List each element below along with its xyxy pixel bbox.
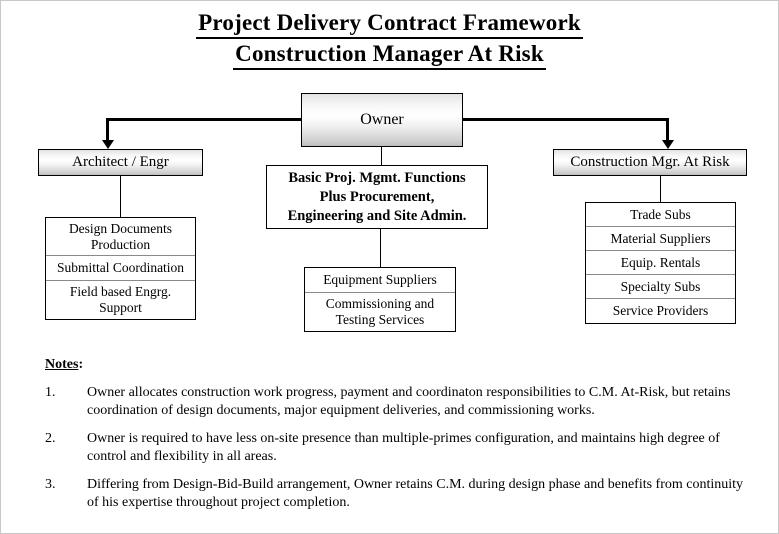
connector-cm-vertical [666,118,669,142]
arrowhead-architect [101,140,114,149]
list-item[interactable]: Specialty Subs [586,275,735,299]
note-item: 3. Differing from Design-Bid-Build arran… [45,476,745,511]
note-item: 2. Owner is required to have less on-sit… [45,430,745,465]
construction-manager-box[interactable]: Construction Mgr. At Risk [553,149,747,176]
architect-item-2-line-2: Support [99,300,142,315]
connector-owner-to-functions [381,147,382,166]
connector-owner-to-cm-horizontal [461,118,669,121]
title-line-2-wrapper: Construction Manager At Risk [1,40,778,70]
title-line-1: Project Delivery Contract Framework [196,9,583,39]
owner-functions-box[interactable]: Basic Proj. Mgmt. Functions Plus Procure… [266,165,488,229]
notes-heading-label: Notes [45,357,79,372]
note-1-number: 2. [45,431,56,446]
architect-items-list: Design Documents Production Submittal Co… [45,217,196,320]
notes-section: Notes: 1. Owner allocates construction w… [45,357,745,522]
architect-item-2-line-1: Field based Engrg. [69,284,172,299]
connector-architect-to-items [120,176,121,218]
list-item[interactable]: Submittal Coordination [46,256,195,281]
note-1-text: Owner is required to have less on-site p… [87,431,720,464]
cm-item-2-label: Equip. Rentals [620,254,701,270]
list-item[interactable]: Design Documents Production [46,218,195,256]
list-item[interactable]: Material Suppliers [586,227,735,251]
list-item[interactable]: Equipment Suppliers [305,268,455,293]
note-0-number: 1. [45,385,56,400]
cm-item-1-label: Material Suppliers [610,230,711,246]
note-2-text: Differing from Design-Bid-Build arrangem… [87,477,744,510]
owner-functions-line-2: Plus Procurement, [319,188,435,205]
architect-box[interactable]: Architect / Engr [38,149,203,176]
connector-cm-to-items [660,176,661,203]
list-item[interactable]: Field based Engrg. Support [46,281,195,319]
architect-box-label: Architect / Engr [72,154,169,170]
cm-item-3-label: Specialty Subs [620,278,701,294]
list-item[interactable]: Service Providers [586,299,735,323]
architect-item-0-line-2: Production [90,236,151,252]
owner-item-0-line-1: Equipment Suppliers [323,272,437,287]
owner-item-1-line-2: Testing Services [335,312,425,327]
note-item: 1. Owner allocates construction work pro… [45,384,745,419]
construction-manager-box-label: Construction Mgr. At Risk [570,154,730,170]
notes-heading-colon: : [78,357,84,372]
architect-item-0-line-1: Design Documents [68,220,173,236]
owner-functions-line-3: Engineering and Site Admin. [287,207,467,224]
architect-item-1-line-1: Submittal Coordination [56,260,185,275]
arrowhead-cm [661,140,674,149]
list-item[interactable]: Commissioning and Testing Services [305,293,455,331]
cm-item-0-label: Trade Subs [630,206,691,222]
title-line-2: Construction Manager At Risk [233,40,546,70]
owner-box-label: Owner [360,111,404,128]
connector-architect-vertical [106,118,109,142]
owner-item-1-line-1: Commissioning and [325,296,435,311]
owner-functions-line-1: Basic Proj. Mgmt. Functions [288,169,466,186]
owner-box[interactable]: Owner [301,93,463,147]
list-item[interactable]: Equip. Rentals [586,251,735,275]
cm-item-4-label: Service Providers [612,303,709,318]
construction-manager-items-list: Trade Subs Material Suppliers Equip. Ren… [585,202,736,324]
note-2-number: 3. [45,477,56,492]
connector-owner-to-architect-horizontal [106,118,303,121]
owner-items-list: Equipment Suppliers Commissioning and Te… [304,267,456,332]
page-title: Project Delivery Contract Framework Cons… [1,9,778,70]
note-0-text: Owner allocates construction work progre… [87,385,731,418]
list-item[interactable]: Trade Subs [586,203,735,227]
connector-functions-to-items [380,229,381,268]
notes-heading: Notes: [45,357,745,373]
